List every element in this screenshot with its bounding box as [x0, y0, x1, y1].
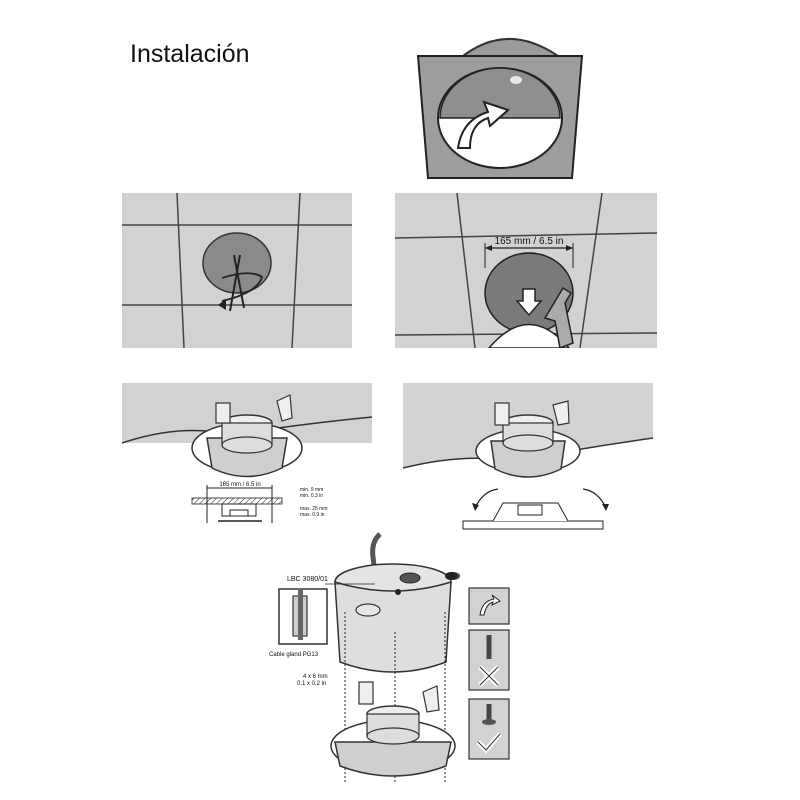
- gland-step-box-2: [468, 629, 510, 691]
- cable-gland-illustration: LBC 3080/01 Cable gland PG13 4 x 6 mm 0.…: [269, 532, 460, 782]
- cutout-dimension-label: 165 mm / 6.5 in: [495, 236, 564, 247]
- gland-step-box-1: [468, 587, 510, 625]
- rotate-arrow-icon: [456, 100, 510, 149]
- rotate-right-arrow-icon: [582, 488, 607, 509]
- thickness-min-in-label: min. 0.3 in: [300, 493, 323, 499]
- mount-dimension-label: 165 mm / 6.5 in: [219, 482, 260, 488]
- gland-label: Cable gland PG13: [269, 652, 319, 658]
- screw-label-in: 0.1 x 0.2 in: [297, 681, 326, 687]
- down-arrow-icon: [515, 288, 543, 317]
- insert-arrow-icon: [479, 594, 501, 616]
- thickness-max-in-label: max. 0.9 in: [300, 512, 325, 518]
- thickness-max-label: max. 25 mm: [300, 506, 328, 512]
- model-label: LBC 3080/01: [287, 576, 328, 583]
- screw-label: 4 x 6 mm: [303, 674, 328, 680]
- speaker-install-illustration: 165 mm / 6.5 in min. 9 mm min. 0.3 in ma…: [122, 383, 372, 523]
- page-title: Instalación: [130, 40, 250, 68]
- speaker-clamp-illustration: [403, 383, 653, 530]
- ceiling-cutout-illustration: 165 mm / 6.5 in: [395, 193, 657, 348]
- template-tile-illustration: [416, 37, 584, 179]
- ceiling-scribe-illustration: [122, 193, 352, 348]
- gland-step-box-3: [468, 698, 510, 760]
- thickness-min-label: min. 9 mm: [300, 487, 323, 493]
